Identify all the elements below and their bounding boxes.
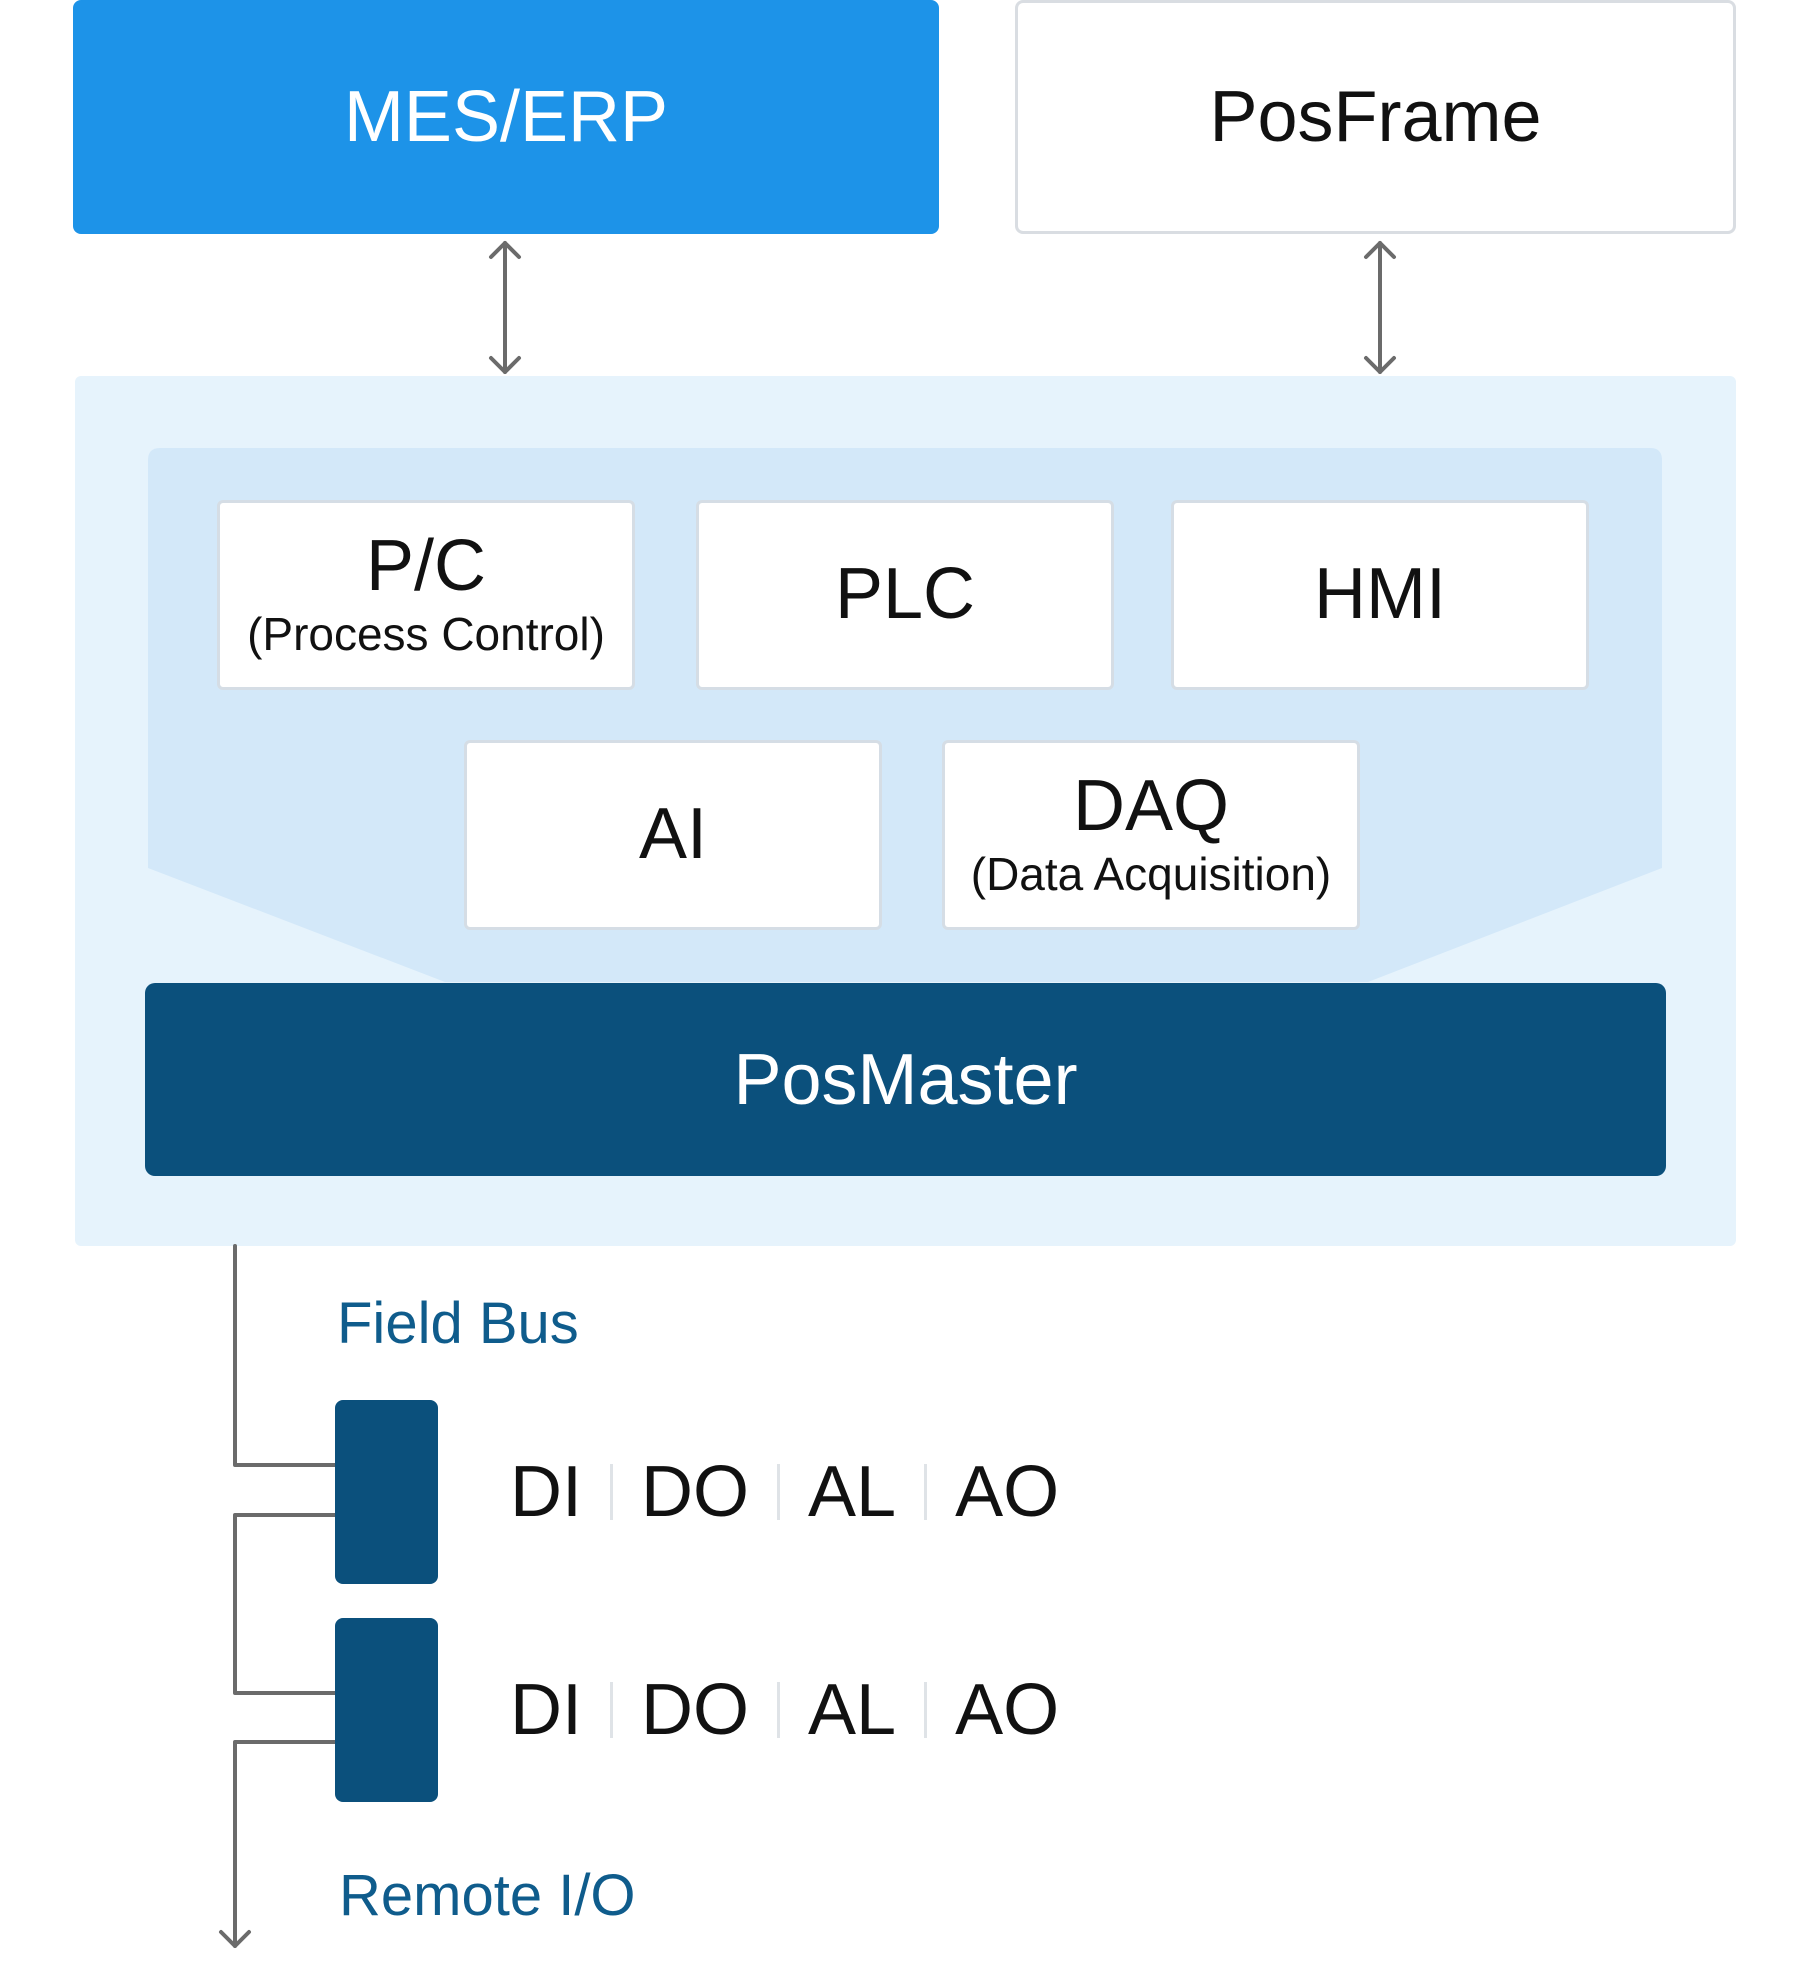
signal-divider [610, 1464, 613, 1520]
field-bus-label: Field Bus [337, 1291, 579, 1356]
signal-do: DO [641, 1452, 749, 1532]
mes-erp-link-arrow [489, 241, 521, 374]
module-title: DAQ [1072, 765, 1230, 846]
signal-divider [777, 1464, 780, 1520]
posframe-box: PosFrame [1015, 0, 1736, 234]
signal-divider [924, 1464, 928, 1520]
signal-do: DO [641, 1670, 749, 1750]
io-signal-row: DI DO AL AO [510, 1442, 1059, 1542]
io-signal-row: DI DO AL AO [510, 1660, 1059, 1760]
posmaster-label: PosMaster [733, 1039, 1078, 1120]
module-plc: PLC [696, 500, 1114, 690]
posframe-label: PosFrame [1209, 77, 1542, 157]
io-row-background [440, 1618, 1146, 1802]
mes-erp-box: MES/ERP [73, 0, 939, 234]
posframe-link-arrow [1364, 241, 1396, 374]
module-title: PLC [834, 554, 976, 635]
module-title: AI [638, 794, 708, 875]
signal-di: DI [510, 1452, 582, 1532]
module-subtitle: (Data Acquisition) [970, 848, 1332, 901]
mes-erp-label: MES/ERP [343, 77, 669, 157]
module-daq: DAQ (Data Acquisition) [942, 740, 1360, 930]
signal-al: AL [808, 1452, 897, 1532]
signal-divider [777, 1682, 780, 1738]
module-process-control: P/C (Process Control) [217, 500, 635, 690]
module-title: P/C [365, 525, 487, 606]
signal-ao: AO [955, 1670, 1060, 1750]
signal-divider [924, 1682, 928, 1738]
module-subtitle: (Process Control) [247, 608, 605, 661]
posmaster-bar: PosMaster [145, 983, 1666, 1176]
module-ai: AI [464, 740, 882, 930]
remote-io-label: Remote I/O [339, 1863, 636, 1928]
module-hmi: HMI [1171, 500, 1589, 690]
remote-io-module [335, 1618, 438, 1802]
fieldbus-wiring [219, 1244, 337, 1948]
signal-divider [610, 1682, 613, 1738]
module-title: HMI [1314, 554, 1446, 635]
io-row-background [440, 1400, 1146, 1584]
signal-al: AL [808, 1670, 897, 1750]
signal-di: DI [510, 1670, 582, 1750]
remote-io-module [335, 1400, 438, 1584]
signal-ao: AO [955, 1452, 1060, 1532]
